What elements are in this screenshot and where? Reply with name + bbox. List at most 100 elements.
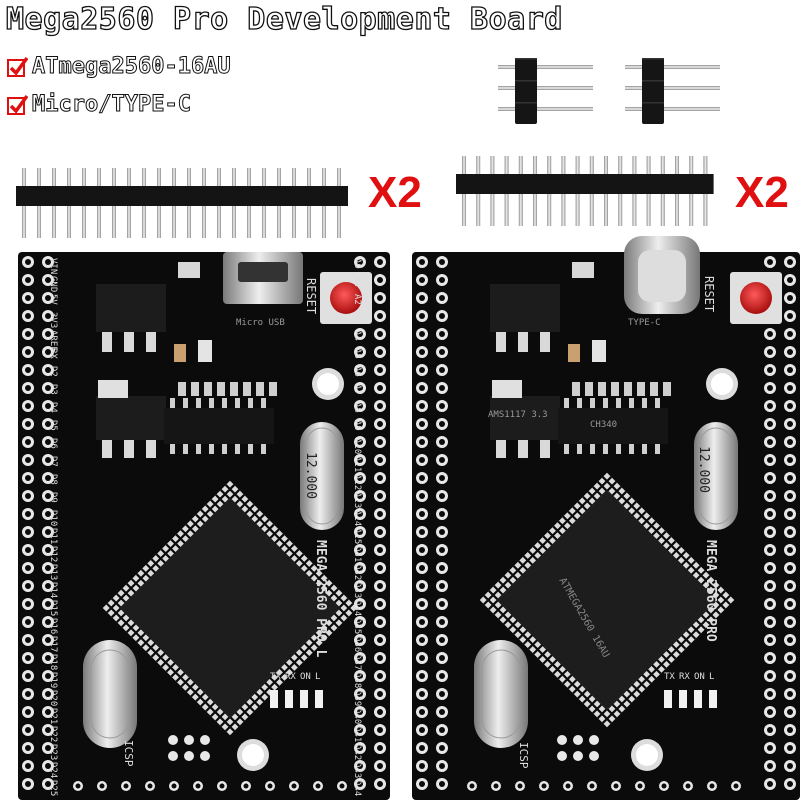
silkscreen-left: MEGA 2560 PRO L	[313, 540, 328, 658]
long-pin-headers	[16, 156, 714, 238]
crystal-oscillator	[300, 422, 344, 530]
feature-text: ATmega2560-16AU	[32, 54, 232, 80]
three-pin-header	[498, 58, 593, 124]
pin-label: D14	[48, 582, 58, 599]
feature-line-2: Micro/TYPE-C	[6, 92, 192, 118]
pin-label: A3	[352, 312, 362, 323]
pin-label: D39	[352, 690, 362, 707]
pin-label: D36	[352, 636, 362, 653]
reset-label-left: RESET	[304, 278, 318, 315]
atmega2560-chip	[102, 480, 358, 736]
ldo-marking-right: AMS1117 3.3	[488, 410, 548, 420]
long-pin-header	[16, 168, 348, 238]
pin-label: A0	[352, 258, 362, 269]
three-pin-header	[625, 58, 720, 124]
small-pin-headers	[498, 58, 720, 124]
voltage-regulator	[490, 396, 560, 440]
checkmark-icon	[7, 56, 28, 77]
pin-label: D8	[48, 474, 58, 485]
pin-label: A13	[352, 492, 362, 509]
pin-label: D34	[352, 600, 362, 617]
pin-label: D16	[48, 618, 58, 635]
led-label: RX	[285, 672, 296, 682]
status-led	[694, 690, 702, 708]
led-label: TX	[270, 672, 281, 682]
status-led	[679, 690, 687, 708]
pin-label: D21	[48, 708, 58, 725]
crystal-label-left: 12.000	[303, 452, 318, 499]
pin-label: RX	[48, 348, 58, 359]
pin-label: D9	[48, 492, 58, 503]
pin-label: A15	[352, 528, 362, 545]
pin-label: A8	[352, 402, 362, 413]
pin-label: D17	[48, 636, 58, 653]
pin-label: D12	[48, 546, 58, 563]
status-led	[270, 690, 278, 708]
product-title: Mega2560 Pro Development Board	[5, 1, 563, 37]
pin-label: A1	[352, 276, 362, 287]
feature-line-1: ATmega2560-16AU	[6, 54, 232, 80]
status-led	[315, 690, 323, 708]
voltage-regulator	[490, 284, 560, 332]
usb-ic-marking-right: CH340	[590, 420, 618, 430]
pin-label: D37	[352, 654, 362, 671]
board-right-type-c	[412, 236, 800, 800]
icsp-label-left: ICSP	[122, 740, 135, 767]
pin-label: D22	[48, 726, 58, 743]
pin-label: D31	[352, 546, 362, 563]
pin-label: D32	[352, 564, 362, 581]
pin-label: 3V3	[48, 312, 58, 329]
quantity-label-left: X2	[368, 168, 422, 217]
crystal-oscillator	[694, 422, 738, 530]
led-label: ON	[694, 672, 705, 682]
usb-serial-ic	[558, 408, 668, 444]
pin-label: A2	[352, 294, 362, 305]
pin-label: D15	[48, 600, 58, 617]
pin-label: GND	[48, 276, 58, 293]
pin-label: D40	[352, 708, 362, 725]
pin-label: A4	[352, 330, 362, 341]
small-crystal	[83, 640, 137, 748]
pin-label: D6	[48, 438, 58, 449]
connector-right: TYPE-C	[628, 318, 661, 328]
pin-label: D38	[352, 672, 362, 689]
led-label: TX	[664, 672, 675, 682]
pin-label: A12	[352, 474, 362, 491]
pin-label: D7	[48, 456, 58, 467]
atmega2560-chip	[479, 472, 735, 728]
pin-label: D42	[352, 744, 362, 761]
pin-label: D2	[48, 366, 58, 377]
pin-label: D24	[48, 762, 58, 779]
status-led	[285, 690, 293, 708]
pin-label: A10	[352, 438, 362, 455]
pin-label: D19	[48, 672, 58, 689]
reset-label-right: RESET	[702, 276, 716, 313]
status-led	[664, 690, 672, 708]
pin-label: D44	[352, 780, 362, 797]
led-label: RX	[679, 672, 690, 682]
pin-label: A6	[352, 366, 362, 377]
usb-serial-ic	[164, 408, 274, 444]
voltage-regulator	[96, 284, 166, 332]
pin-label: A5	[352, 348, 362, 359]
led-label: L	[709, 672, 715, 682]
pin-label: A7	[352, 384, 362, 395]
pin-label: D5	[48, 420, 58, 431]
feature-text: Micro/TYPE-C	[32, 92, 192, 118]
led-label: L	[315, 672, 321, 682]
pin-label: D3	[48, 384, 58, 395]
pin-label: D23	[48, 744, 58, 761]
pin-label: D25	[48, 780, 58, 797]
status-led	[709, 690, 717, 708]
quantity-label-right: X2	[735, 168, 789, 217]
pin-label: 5V	[48, 294, 58, 305]
status-led	[300, 690, 308, 708]
connector-left: Micro USB	[236, 318, 285, 328]
led-label: ON	[300, 672, 311, 682]
crystal-label-right: 12.000	[696, 446, 711, 493]
checkmark-icon	[7, 94, 28, 115]
pin-label: D10	[48, 510, 58, 527]
small-crystal	[474, 640, 528, 748]
pin-label: D43	[352, 762, 362, 779]
